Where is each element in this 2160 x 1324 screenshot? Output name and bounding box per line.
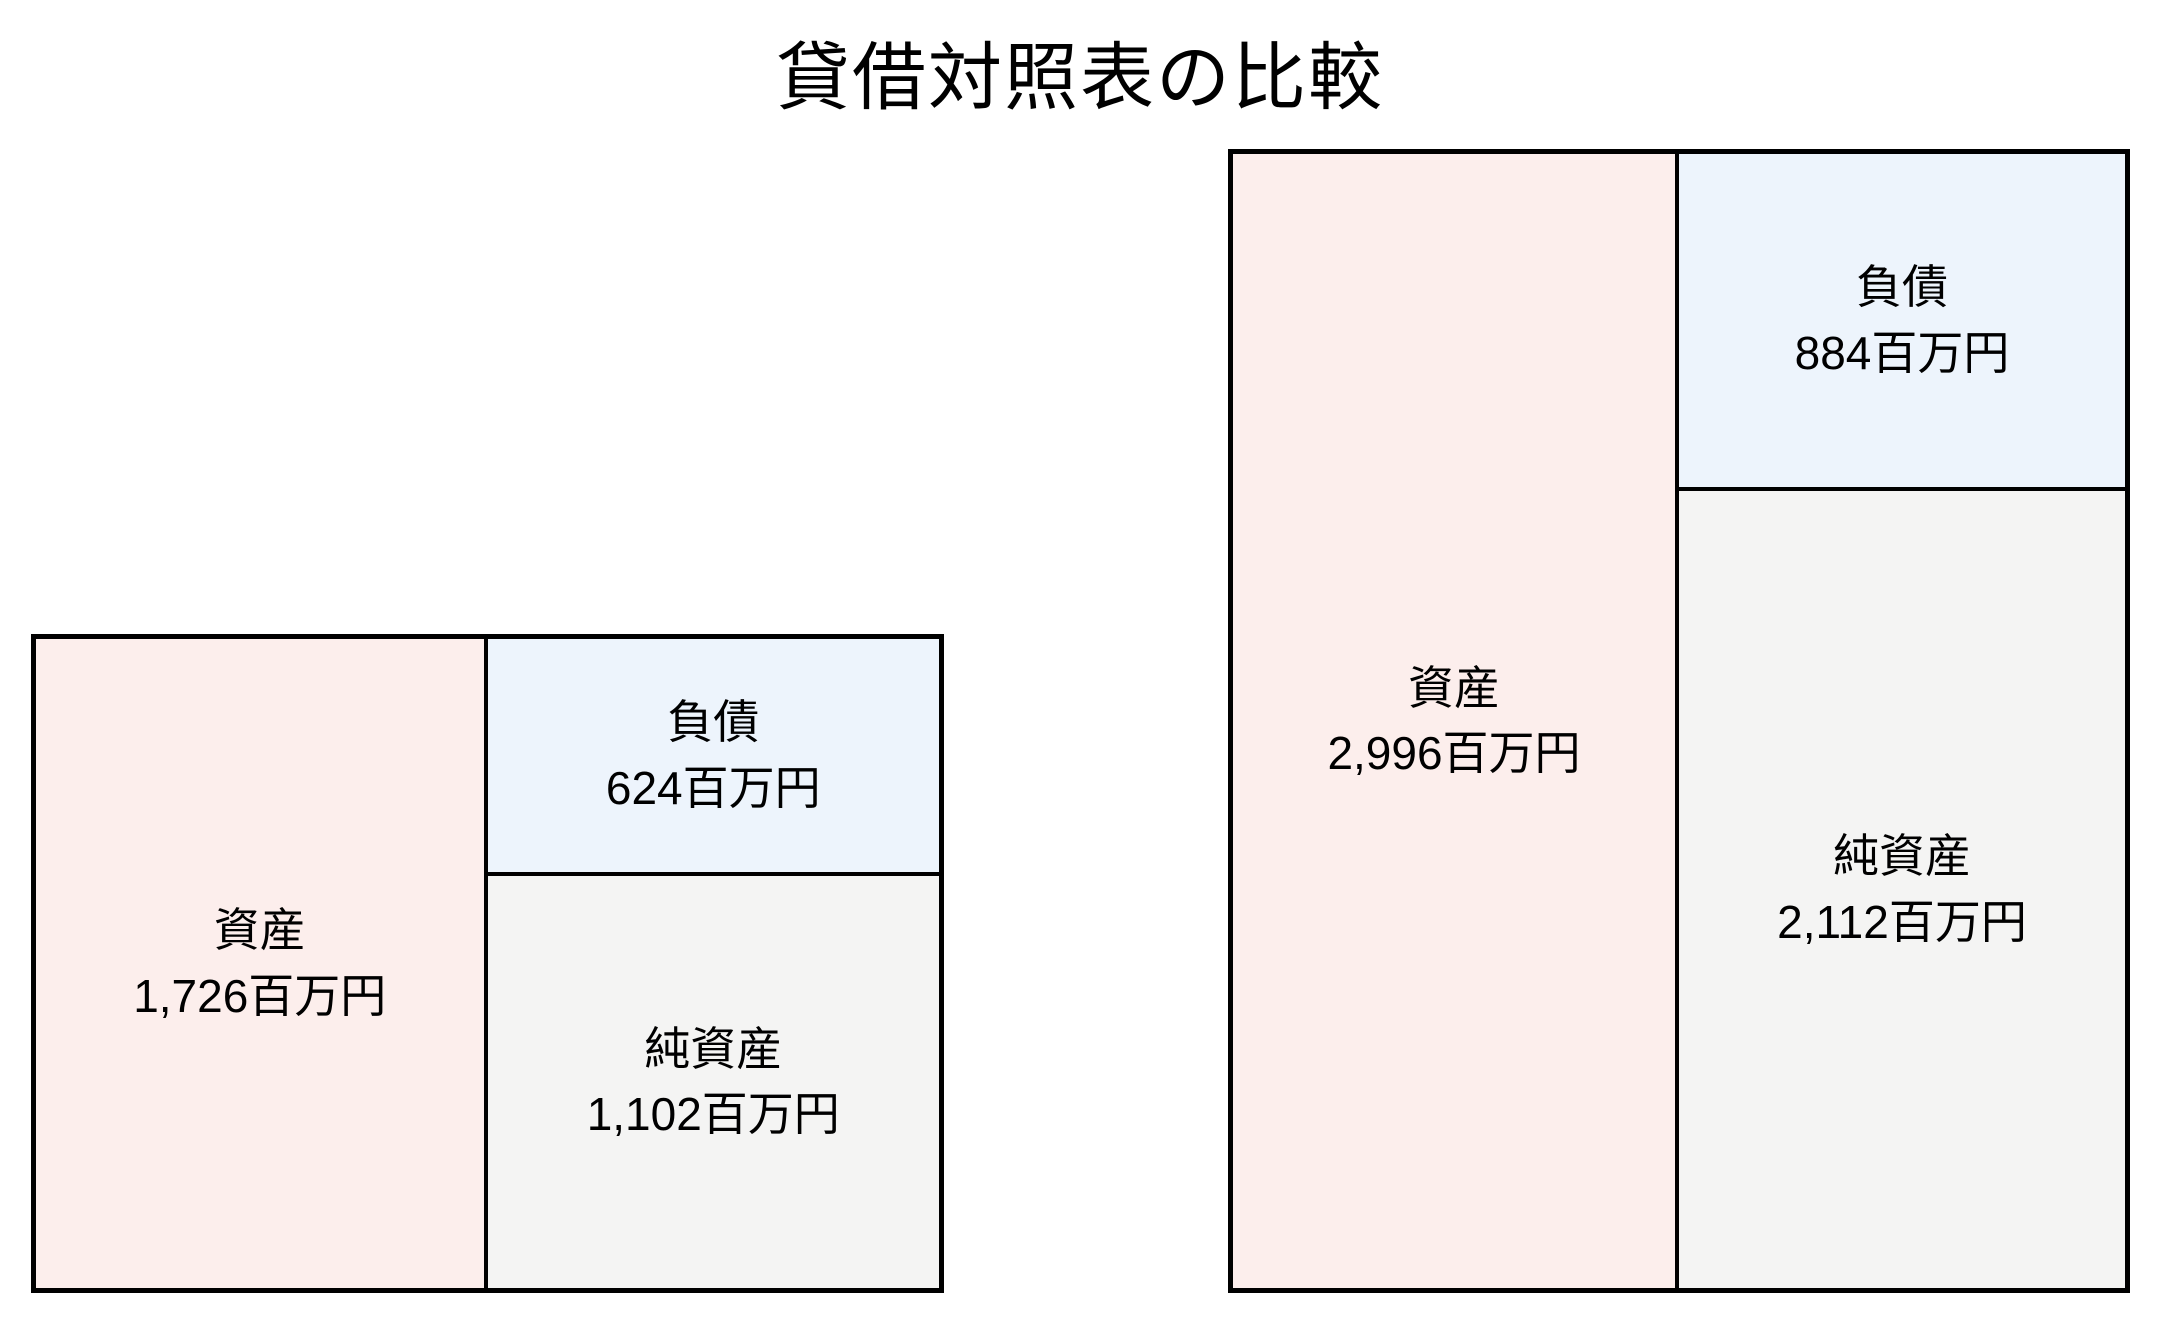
liabilities-equity-column: 負債 884百万円 純資産 2,112百万円 (1679, 154, 2125, 1288)
net-assets-label: 純資産 (1833, 830, 1971, 883)
liabilities-label: 負債 (1856, 261, 1948, 314)
assets-amount: 2,996百万円 (1327, 727, 1581, 779)
assets-cell: 資産 1,726百万円 (36, 639, 488, 1288)
liabilities-amount: 884百万円 (1794, 326, 2010, 379)
liabilities-cell: 負債 624百万円 (487, 639, 939, 877)
net-assets-cell: 純資産 2,112百万円 (1679, 491, 2125, 1288)
balance-sheet-left: 資産 1,726百万円 負債 624百万円 純資産 1,102百万円 (31, 634, 944, 1293)
liabilities-label: 負債 (667, 696, 760, 749)
net-assets-label: 純資産 (644, 1022, 783, 1075)
net-assets-cell: 純資産 1,102百万円 (487, 876, 939, 1288)
net-assets-amount: 1,102百万円 (586, 1088, 840, 1141)
liabilities-equity-column: 負債 624百万円 純資産 1,102百万円 (487, 639, 939, 1288)
net-assets-amount: 2,112百万円 (1777, 895, 2027, 948)
assets-label: 資産 (1408, 661, 1500, 714)
assets-label: 資産 (213, 904, 306, 957)
chart-title: 貸借対照表の比較 (776, 36, 1384, 119)
assets-amount: 1,726百万円 (133, 969, 387, 1022)
assets-cell: 資産 2,996百万円 (1233, 154, 1679, 1288)
liabilities-cell: 負債 884百万円 (1679, 154, 2125, 492)
liabilities-amount: 624百万円 (605, 761, 821, 814)
balance-sheet-right: 資産 2,996百万円 負債 884百万円 純資産 2,112百万円 (1228, 149, 2130, 1293)
